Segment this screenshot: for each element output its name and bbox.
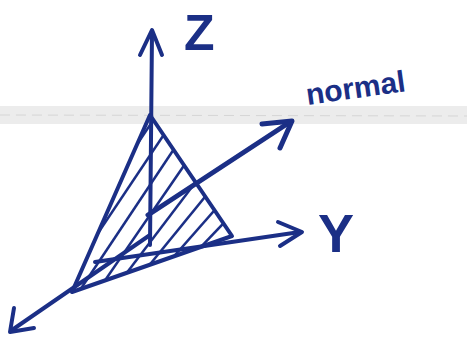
- axis-label: Z: [184, 8, 215, 58]
- normal-arrowhead: [262, 121, 292, 148]
- paper-fold: [0, 106, 467, 124]
- z-arrowhead: [140, 30, 162, 55]
- axis-label: Y: [318, 206, 354, 260]
- normal-arrow: [148, 122, 290, 215]
- x-axis: [12, 235, 150, 330]
- x-arrowhead: [10, 308, 34, 332]
- paper-fold-line: [0, 115, 467, 116]
- normal-label: normal: [304, 66, 407, 110]
- triangle-hatching: [60, 110, 290, 295]
- y-arrowhead: [278, 222, 302, 246]
- plane-triangle: [72, 115, 232, 292]
